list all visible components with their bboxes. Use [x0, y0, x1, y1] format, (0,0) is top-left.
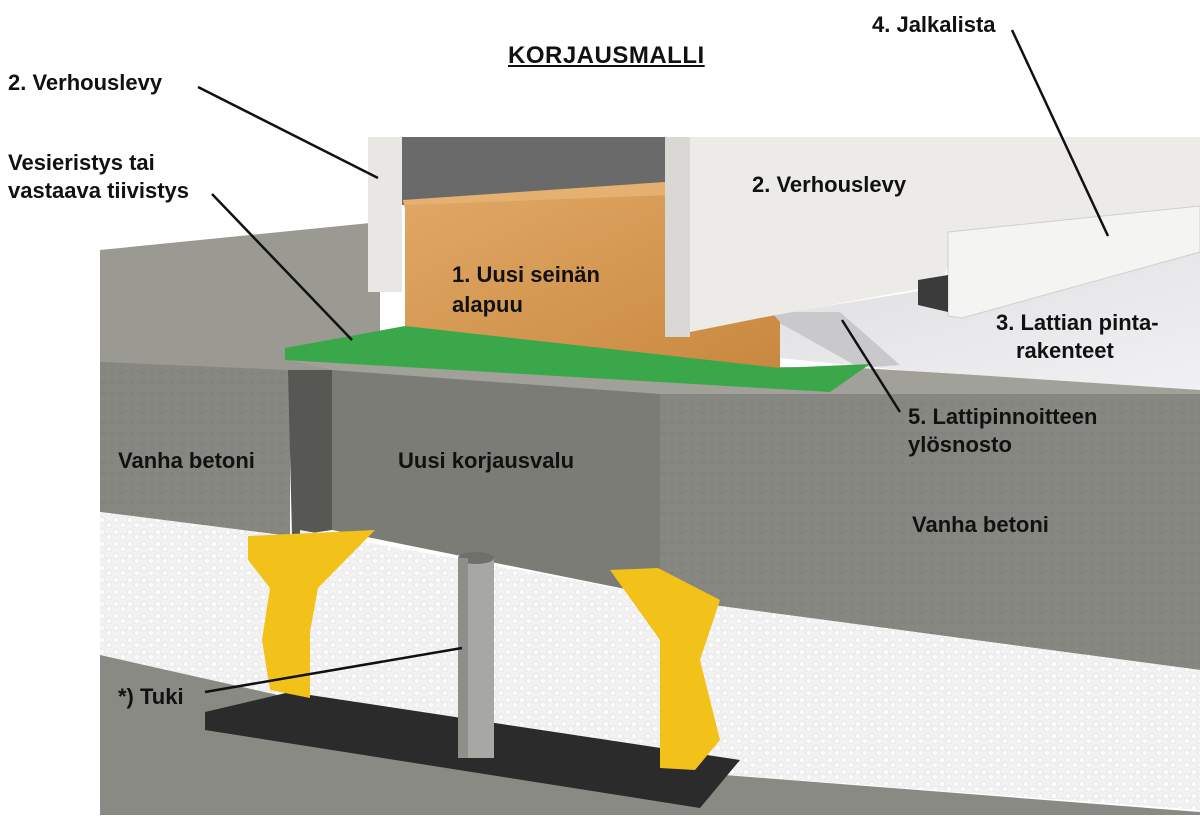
label-uusi-alapuu-line2: alapuu: [452, 292, 523, 317]
leader-lines: [197, 29, 1110, 694]
new-repair-cast: [332, 368, 660, 596]
label-jalkalista: 4. Jalkalista: [872, 12, 996, 37]
label-vesieristys-line2: vastaava tiivistys: [8, 178, 190, 203]
leader-verhouslevy-left: [197, 85, 379, 180]
leader-vesieristys: [211, 193, 353, 341]
insulation-right: [660, 598, 1200, 810]
label-vesieristys-line1: Vesieristys tai: [8, 150, 155, 175]
label-tuki: *) Tuki: [118, 684, 184, 709]
label-vanha-betoni-right: Vanha betoni: [912, 512, 1049, 537]
label-verhouslevy-right: 2. Verhouslevy: [752, 172, 907, 197]
old-concrete-left: [100, 362, 290, 536]
label-lattipinnoite-line2: ylösnosto: [908, 432, 1012, 457]
concrete-top-surface: [100, 222, 380, 372]
leader-jalkalista: [1010, 29, 1110, 237]
leader-tuki: [204, 646, 463, 694]
joint-strip: [288, 370, 332, 536]
label-uusi-alapuu-line1: 1. Uusi seinän: [452, 262, 600, 287]
label-lattian-line1: 3. Lattian pinta-: [996, 310, 1159, 335]
label-vanha-betoni-left: Vanha betoni: [118, 448, 255, 473]
skirting-shadow: [918, 275, 948, 312]
label-lattian-line2: rakenteet: [1016, 338, 1114, 363]
insulation-left: [100, 512, 292, 700]
label-verhouslevy-left: 2. Verhouslevy: [8, 70, 163, 95]
leader-lattipinnoite: [840, 319, 902, 413]
mineral-wool-right: [610, 568, 720, 770]
waterproof-membrane: [285, 326, 870, 392]
label-lattipinnoite-line1: 5. Lattipinnoitteen: [908, 404, 1098, 429]
wall-board-left: [368, 137, 402, 292]
old-concrete-right: [660, 390, 1200, 670]
diagram-title: KORJAUSMALLI: [508, 42, 705, 69]
bottom-slab: [100, 655, 1200, 815]
wall-board-right: [665, 137, 1200, 337]
label-uusi-korjausvalu: Uusi korjausvalu: [398, 448, 575, 473]
floor-raise: [760, 312, 900, 368]
wall-board-right-edge: [665, 137, 690, 337]
mineral-wool-left: [248, 530, 375, 698]
